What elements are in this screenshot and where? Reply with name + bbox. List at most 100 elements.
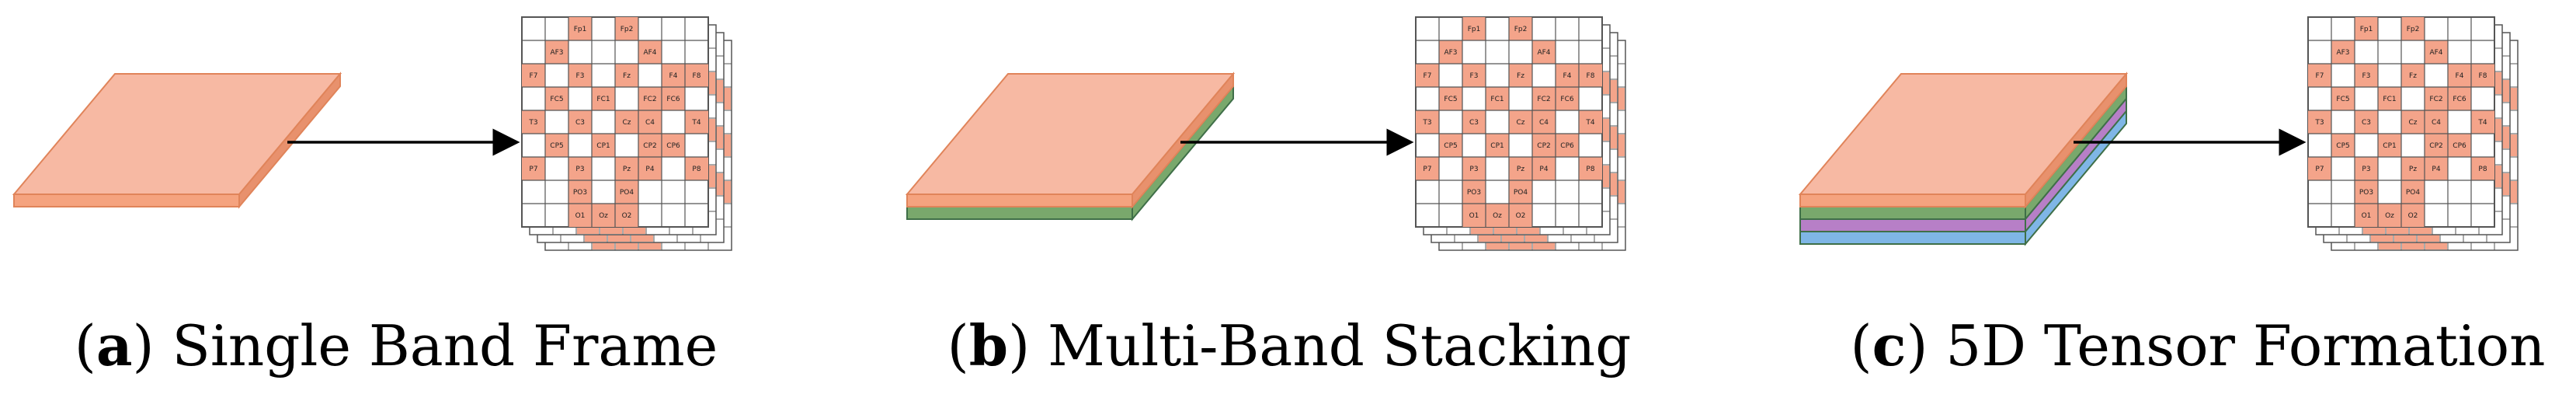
grid-cell-active: [2331, 40, 2355, 64]
grid-cell-active: [2448, 87, 2471, 110]
electrode-label: Fz: [1517, 72, 1524, 80]
grid-cell-active: [568, 110, 592, 134]
electrode-label: FC5: [1444, 96, 1457, 103]
grid-cell-active: [1439, 87, 1462, 110]
electrode-label: F4: [669, 72, 678, 80]
electrode-label: T4: [1585, 119, 1594, 127]
electrode-label: Cz: [622, 119, 631, 127]
electrode-label: FC5: [550, 96, 563, 103]
electrode-label: CP2: [1537, 142, 1550, 150]
grid-cell-active: [1509, 204, 1532, 227]
grid-cell-active: [2331, 87, 2355, 110]
electrode-label: T4: [691, 119, 700, 127]
grid-cell-active: [1579, 110, 1602, 134]
electrode-label: FC2: [643, 96, 656, 103]
band-layer-front: [1799, 206, 2026, 220]
caption-c-letter: c: [1872, 312, 1907, 378]
electrode-label: Fp1: [2360, 26, 2373, 33]
caption-b-text: Multi-Band Stacking: [1048, 313, 1632, 378]
grid-cell-active: [638, 134, 662, 157]
caption-c: (c) 5D Tensor Formation: [1850, 312, 2546, 378]
grid-cell-active: [1532, 157, 1556, 180]
electrode-label: T4: [2477, 119, 2487, 127]
electrode-label: PO4: [1514, 189, 1528, 197]
grid-cell-active: [1486, 134, 1509, 157]
electrode-label: FC2: [2429, 96, 2442, 103]
grid-cell-active: [2378, 204, 2401, 227]
grid-cell-active: [2471, 110, 2494, 134]
grid-cell-active: [1486, 87, 1509, 110]
band-frame-front: [13, 194, 240, 207]
grid-cell-active: [2355, 17, 2378, 40]
electrode-label: FC1: [596, 96, 610, 103]
grid-cell-active: [1416, 110, 1439, 134]
electrode-label: C4: [2432, 119, 2441, 127]
caption-b: (b) Multi-Band Stacking: [947, 312, 1632, 378]
electrode-label: Oz: [2385, 212, 2394, 220]
electrode-label: P4: [2432, 166, 2440, 173]
electrode-label: F8: [2479, 72, 2487, 80]
grid-cell-active: [2471, 64, 2494, 87]
grid-cell-active: [1532, 87, 1556, 110]
grid-cell-active: [615, 180, 638, 204]
electrode-label: P8: [2478, 166, 2487, 173]
grid-cell-active: [1509, 157, 1532, 180]
grid-cell-active: [638, 110, 662, 134]
electrode-label: AF4: [2429, 49, 2442, 57]
electrode-label: CP1: [2383, 142, 2396, 150]
electrode-label: CP1: [1490, 142, 1504, 150]
electrode-label: F7: [1424, 72, 1432, 80]
electrode-label: T3: [528, 119, 537, 127]
grid-cell-active: [2308, 64, 2331, 87]
grid-cell-active: [1556, 87, 1579, 110]
caption-a-text: Single Band Frame: [172, 313, 718, 378]
band-layer-front: [906, 206, 1133, 220]
grid-cell-active: [1532, 110, 1556, 134]
grid-cell-active: [1509, 17, 1532, 40]
electrode-label: Fz: [2409, 72, 2417, 80]
electrode-label: F4: [2456, 72, 2464, 80]
caption-a: (a) Single Band Frame: [74, 312, 718, 378]
grid-cell-active: [2425, 134, 2448, 157]
grid-cell-active: [2401, 17, 2425, 40]
grid-cell-active: [1416, 157, 1439, 180]
grid-cell-active: [1556, 64, 1579, 87]
electrode-label: P4: [645, 166, 654, 173]
electrode-label: F7: [2316, 72, 2324, 80]
band-frame-front: [906, 194, 1133, 207]
grid-cell-active: [568, 17, 592, 40]
caption-c-text: 5D Tensor Formation: [1945, 313, 2546, 378]
electrode-label: AF4: [643, 49, 656, 57]
electrode-label: FC2: [1537, 96, 1550, 103]
electrode-label: CP5: [550, 142, 563, 150]
electrode-label: FC6: [1560, 96, 1573, 103]
electrode-label: P8: [692, 166, 700, 173]
grid-cell-active: [1556, 134, 1579, 157]
grid-cell-active: [638, 157, 662, 180]
electrode-label: P3: [575, 166, 584, 173]
electrode-label: Cz: [1516, 119, 1524, 127]
grid-cell-active: [662, 134, 685, 157]
electrode-label: Fp2: [1514, 26, 1528, 33]
electrode-label: CP1: [596, 142, 610, 150]
grid-cell-active: [1532, 40, 1556, 64]
electrode-label: T3: [2314, 119, 2324, 127]
grid-cell-active: [685, 110, 708, 134]
electrode-label: P8: [1586, 166, 1594, 173]
electrode-label: T3: [1422, 119, 1431, 127]
grid-cell-active: [545, 87, 568, 110]
grid-cell-active: [2425, 110, 2448, 134]
grid-cell-active: [2308, 157, 2331, 180]
electrode-label: O2: [2408, 212, 2418, 220]
grid-cell-active: [2401, 204, 2425, 227]
electrode-label: CP5: [1444, 142, 1457, 150]
electrode-label: Fp2: [621, 26, 634, 33]
grid-cell-active: [1462, 180, 1486, 204]
grid-cell-active: [2448, 134, 2471, 157]
grid-cell-active: [522, 110, 545, 134]
electrode-label: Fp2: [2407, 26, 2420, 33]
